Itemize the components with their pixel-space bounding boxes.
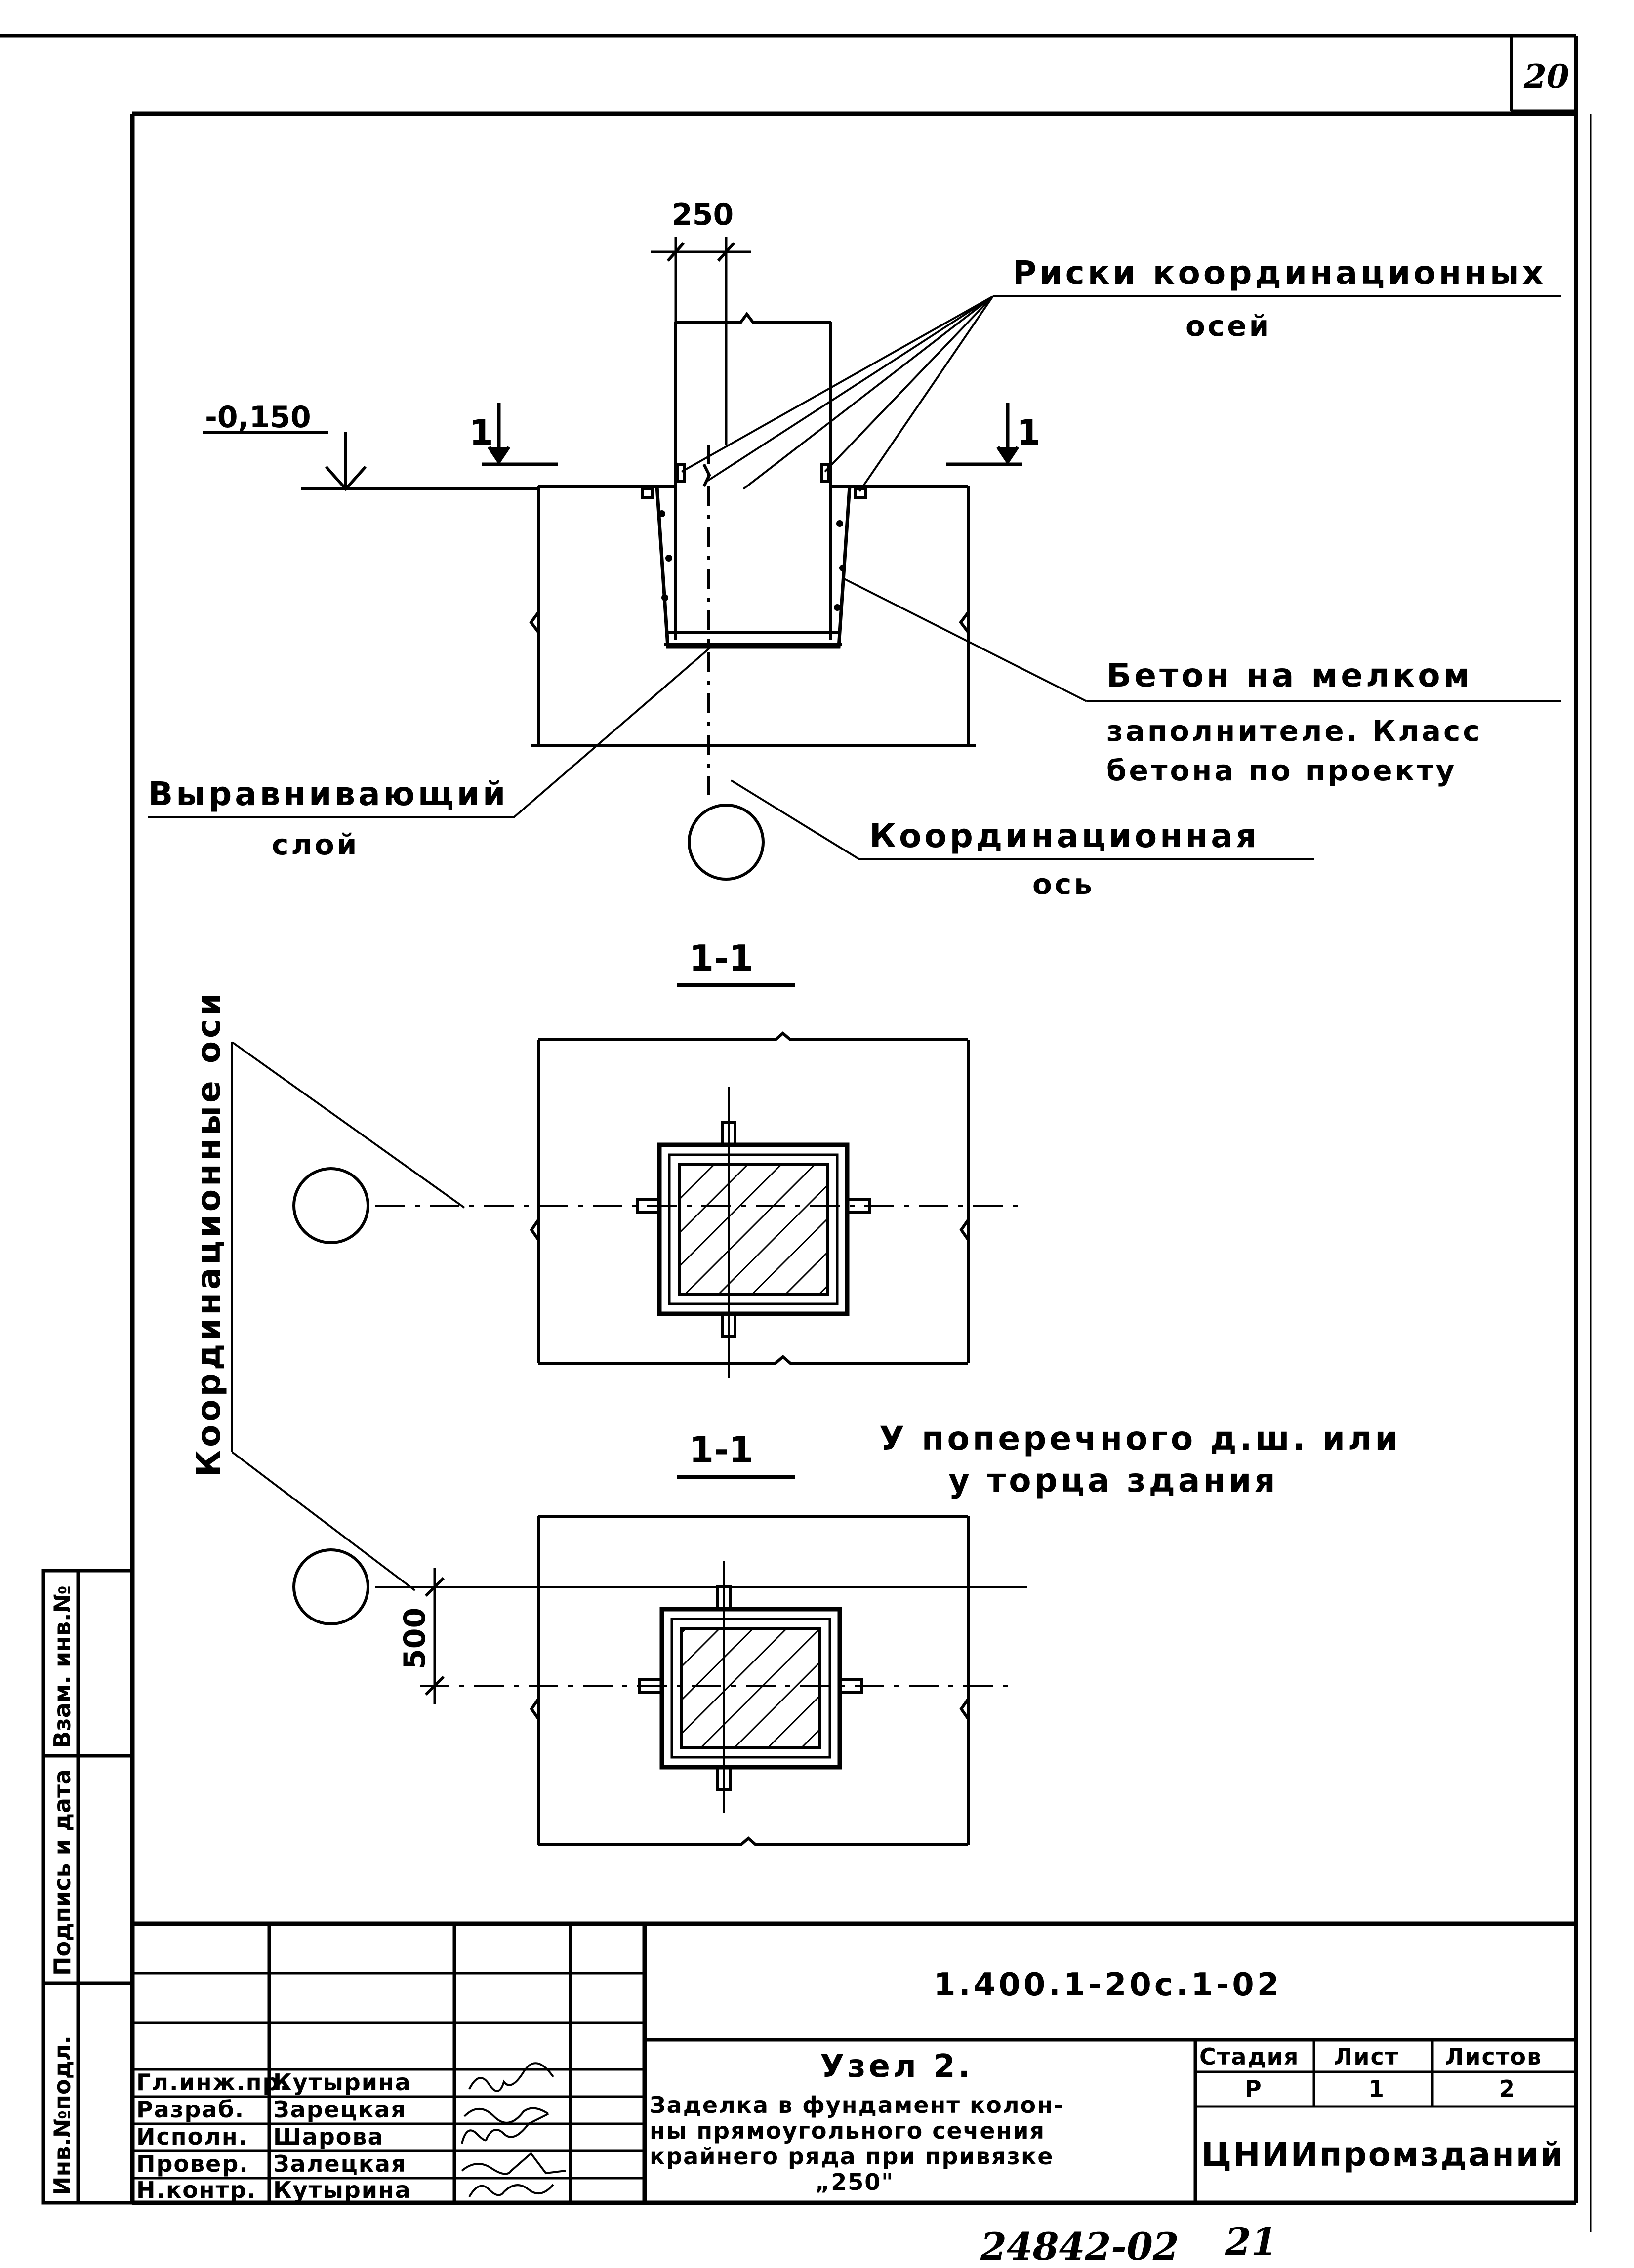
column-elevation <box>529 312 976 881</box>
description-line4: „250" <box>815 2169 894 2195</box>
section-title-1: 1-1 <box>689 937 753 979</box>
label-concrete-line1: Бетон на мелком <box>1106 656 1473 694</box>
role-name: Кутырина <box>273 2177 411 2203</box>
side-stamp-inv: Инв.№подл. <box>49 2035 76 2195</box>
page-number: 20 <box>1523 57 1569 96</box>
side-stamp-vzam: Взам. инв.№ <box>49 1585 76 1748</box>
label-risks-line2: осей <box>1185 309 1271 343</box>
leader-axis <box>730 779 1314 860</box>
label-axis-line2: ось <box>1032 867 1095 901</box>
node-title: Узел 2. <box>820 2048 973 2085</box>
dimension-250-text: 250 <box>672 198 734 232</box>
footer-sheet: 21 <box>1225 2220 1277 2264</box>
level-mark-text: -0,150 <box>205 400 311 435</box>
label-concrete-line2: заполнителе. Класс <box>1106 714 1482 748</box>
sheet-frame <box>0 34 1592 2232</box>
section-title-2: 1-1 <box>689 1429 753 1470</box>
level-mark <box>203 431 538 491</box>
role-label: Провер. <box>136 2150 249 2177</box>
leader-axes-vertical <box>231 1041 465 1591</box>
role-label: Н.контр. <box>136 2177 257 2203</box>
role-name: Кутырина <box>273 2069 411 2096</box>
description-line1: Заделка в фундамент колон- <box>650 2092 1064 2118</box>
role-name: Зарецкая <box>273 2096 407 2123</box>
side-stamp-sign: Подпись и дата <box>49 1769 76 1976</box>
section-marker-left <box>482 403 558 466</box>
leader-risks <box>681 295 1561 492</box>
description-line3: крайнего ряда при привязке <box>650 2143 1054 2170</box>
role-label: Разраб. <box>136 2096 245 2123</box>
label-leveling-line2: слой <box>272 828 359 861</box>
leader-concrete <box>842 577 1561 702</box>
sheets-header: Листов <box>1445 2043 1542 2070</box>
leader-leveling <box>148 644 715 818</box>
label-leveling-line1: Выравнивающий <box>148 775 508 813</box>
roles-table: Гл.инж.пр. Кутырина Разраб. Зарецкая Исп… <box>136 2069 411 2203</box>
dimension-500-text: 500 <box>398 1608 432 1669</box>
section-marker-left-text: 1 <box>469 412 493 453</box>
label-transverse-line2: у торца здания <box>948 1461 1278 1499</box>
organization: ЦНИИпромзданий <box>1201 2136 1564 2174</box>
label-axis-line1: Координационная <box>869 817 1260 855</box>
stage-value: Р <box>1245 2075 1263 2102</box>
label-transverse-line1: У поперечного д.ш. или <box>879 1419 1401 1458</box>
label-axes-vertical: Координационные оси <box>190 990 228 1477</box>
section-1-plan <box>292 1031 1018 1378</box>
sheets-value: 2 <box>1499 2075 1516 2102</box>
role-label: Гл.инж.пр. <box>136 2069 289 2096</box>
side-stamp <box>41 1569 134 2205</box>
description-line2: ны прямоугольного сечения <box>650 2117 1045 2144</box>
role-label: Исполн. <box>136 2123 248 2150</box>
doc-code: 1.400.1-20с.1-02 <box>934 1967 1282 2003</box>
sheet-header: Лист <box>1334 2043 1399 2070</box>
role-name: Залецкая <box>273 2150 407 2177</box>
stage-header: Стадия <box>1199 2043 1299 2070</box>
section-marker-right-text: 1 <box>1017 412 1041 453</box>
section-marker-right <box>946 403 1022 466</box>
title-block-grid <box>132 1921 1576 2203</box>
dimension-250 <box>651 237 751 445</box>
footer-number: 24842-02 <box>980 2225 1179 2268</box>
role-name: Шарова <box>273 2123 384 2150</box>
signatures <box>461 2062 566 2198</box>
label-risks-line1: Риски координационных <box>1013 254 1546 292</box>
label-concrete-line3: бетона по проекту <box>1106 754 1457 787</box>
section-2-plan <box>292 1515 1027 1846</box>
sheet-value: 1 <box>1368 2075 1385 2102</box>
